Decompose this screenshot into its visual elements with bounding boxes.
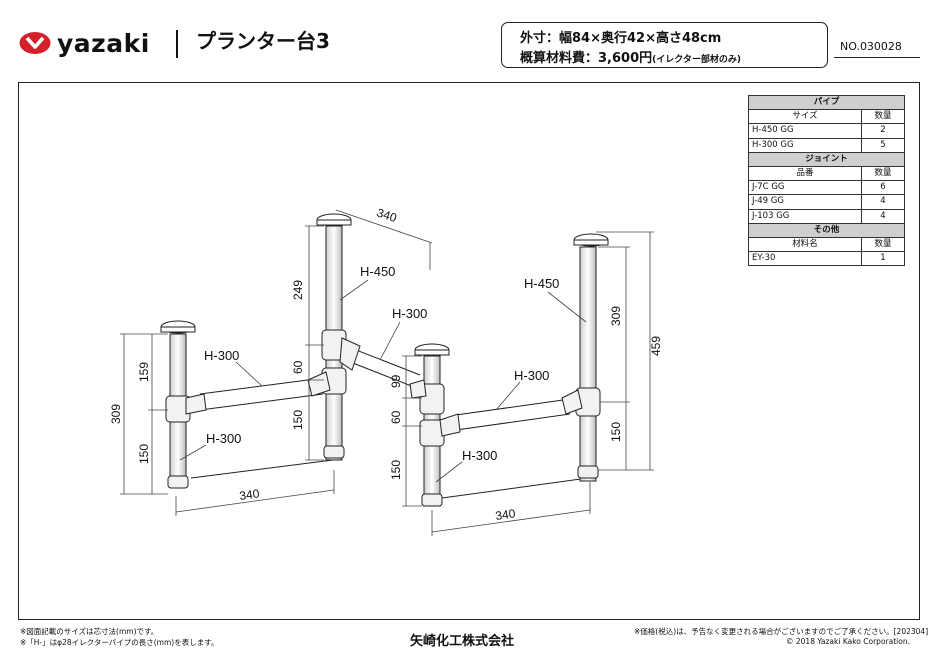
dim-line-bottom-right-340: [431, 509, 591, 533]
part-name: J-103 GG: [748, 208, 862, 224]
dim-label: 309: [109, 404, 123, 424]
col-header-qty: 数量: [861, 165, 905, 182]
logo-text: yazaki: [57, 28, 150, 58]
company-name: 矢崎化工株式会社: [410, 634, 515, 649]
spec-size: 外寸：幅84×奥行42×高さ48cm: [520, 31, 722, 46]
col-header-qty: 数量: [861, 109, 905, 125]
joint-right-front-upper: [419, 383, 445, 415]
pipe-label: H-450: [360, 264, 395, 279]
leader-h450-right: [547, 291, 587, 323]
pipe-label: H-300: [204, 348, 239, 363]
pipe-lower-left-h: [190, 459, 334, 479]
leader-h300-middle: [379, 321, 401, 361]
dim-label: 150: [291, 410, 305, 430]
col-header-qty: 数量: [861, 236, 905, 253]
spec-cost-line: 概算材料費：3,600円(イレクター部材のみ): [520, 47, 741, 66]
dim-label: 340: [375, 206, 399, 226]
foot-right-front: [421, 493, 443, 507]
pipe-label: H-300: [462, 448, 497, 463]
leader-h300-upper-right: [495, 381, 521, 411]
dim-label: 150: [137, 444, 151, 464]
leader-h450-left: [339, 279, 369, 301]
dim-label: 159: [137, 362, 151, 382]
pipe-label: H-450: [524, 276, 559, 291]
dim-label: 150: [609, 422, 623, 442]
pipe-label: H-300: [206, 431, 241, 446]
drawing-frame: [18, 82, 920, 620]
dim-label: 249: [291, 280, 305, 300]
pipe-lower-right-h: [441, 477, 589, 499]
part-qty: 2: [861, 123, 905, 139]
col-header-name: サイズ: [748, 109, 862, 125]
col-header-name: 品番: [748, 165, 862, 182]
copyright: © 2018 Yazaki Kako Corporation.: [786, 637, 910, 646]
part-qty: 5: [861, 137, 905, 153]
dim-label: 60: [291, 360, 305, 374]
footer-note-pipe: ※「H-」はφ28イレクターパイプの長さ(mm)を表します。: [20, 638, 219, 647]
foot-left-back: [323, 445, 345, 459]
pipe-label: H-300: [514, 368, 549, 383]
document-number-underline: [834, 57, 920, 58]
leader-h300-upper-left: [235, 361, 263, 387]
logo-mark-icon: [19, 32, 51, 54]
foot-right-back: [577, 465, 599, 479]
part-qty: 4: [861, 194, 905, 210]
foot-left-front: [167, 475, 189, 489]
spec-box: 外寸：幅84×奥行42×高さ48cm 概算材料費：3,600円(イレクター部材の…: [501, 22, 828, 68]
header-divider: [176, 30, 178, 58]
dim-label: 60: [389, 410, 403, 424]
footer-note-dimensions: ※図面記載のサイズは芯寸法(mm)です。: [20, 627, 159, 636]
pipe-label: H-300: [392, 306, 427, 321]
dim-line-top-340: [335, 209, 433, 244]
part-name: EY-30: [748, 251, 862, 267]
dim-label: 340: [494, 506, 516, 523]
yazaki-logo: yazaki: [18, 30, 150, 56]
section-title: パイプ: [748, 94, 905, 111]
document-number: NO.030028: [840, 40, 902, 53]
spec-cost: 概算材料費：3,600円: [520, 51, 653, 66]
part-qty: 4: [861, 208, 905, 224]
part-name: H-300 GG: [748, 137, 862, 153]
leader-h300-lower-right: [435, 461, 463, 483]
dim-label: 340: [238, 486, 260, 503]
section-title: その他: [748, 222, 905, 238]
dim-label: 99: [389, 374, 403, 388]
dim-line-bottom-left-340: [175, 489, 335, 513]
part-qty: 6: [861, 180, 905, 196]
pipe-upper-right-h: [455, 398, 571, 416]
footer-note-price: ※価格(税込)は、予告なく変更される場合がございますのでご了承ください。[202…: [634, 627, 929, 636]
leader-h300-lower-left: [179, 444, 207, 461]
dim-label: 459: [649, 336, 663, 356]
part-name: J-7C GG: [748, 180, 862, 196]
section-title: ジョイント: [748, 151, 905, 167]
post-right-back: [579, 246, 597, 482]
dim-label: 309: [609, 306, 623, 326]
part-name: H-450 GG: [748, 123, 862, 139]
col-header-name: 材料名: [748, 236, 862, 253]
part-name: J-49 GG: [748, 194, 862, 210]
part-qty: 1: [861, 251, 905, 267]
dim-label: 150: [389, 460, 403, 480]
spec-cost-note: (イレクター部材のみ): [652, 55, 741, 65]
page-title: プランター台3: [196, 29, 330, 53]
